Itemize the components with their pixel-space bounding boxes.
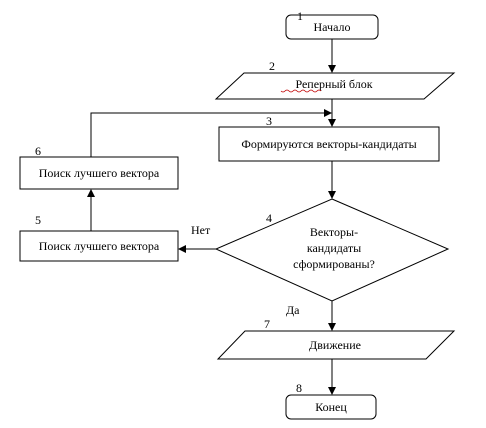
decision-label-line-1: Векторы- <box>310 225 358 239</box>
reference-block-label: Реперный блок <box>295 77 372 91</box>
decision-label-line-2: кандидаты <box>307 241 361 255</box>
decision-node: Векторы- кандидаты сформированы? 4 <box>214 198 450 302</box>
end-label: Конец <box>315 400 347 414</box>
search-vector-5-number: 5 <box>35 213 41 227</box>
search-vector-5-label: Поиск лучшего вектора <box>39 239 160 253</box>
search-vector-6-node: Поиск лучшего вектора 6 <box>19 144 179 190</box>
form-candidates-node: Формируются векторы-кандидаты 3 <box>218 114 440 162</box>
end-node: Конец 8 <box>285 381 377 420</box>
decision-label-line-3: сформированы? <box>293 257 375 271</box>
edge-label-no: Нет <box>191 223 211 237</box>
end-number: 8 <box>296 381 302 395</box>
edge-label-yes: Да <box>286 303 300 317</box>
search-vector-6-number: 6 <box>35 144 41 158</box>
form-candidates-number: 3 <box>266 114 272 128</box>
start-node: Начало 1 <box>285 9 379 40</box>
search-vector-5-node: Поиск лучшего вектора 5 <box>19 213 179 262</box>
spellcheck-underline <box>280 89 322 93</box>
movement-number: 7 <box>264 317 270 331</box>
search-vector-6-label: Поиск лучшего вектора <box>39 166 160 180</box>
decision-number: 4 <box>266 211 272 225</box>
start-number: 1 <box>297 9 303 23</box>
start-label: Начало <box>314 20 351 34</box>
reference-block-node: Реперный блок 2 <box>214 59 456 100</box>
movement-node: Движение 7 <box>216 317 456 360</box>
movement-label: Движение <box>309 338 361 352</box>
reference-block-number: 2 <box>269 59 275 73</box>
edge-search6-loop-back <box>90 109 332 157</box>
form-candidates-label: Формируются векторы-кандидаты <box>241 137 416 151</box>
